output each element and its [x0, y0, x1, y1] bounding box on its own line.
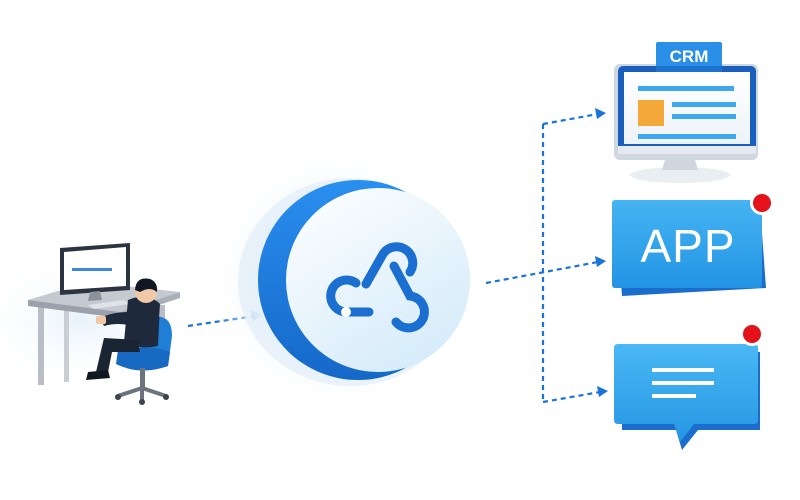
branch-arrows: [485, 112, 601, 404]
webhook-hub: [212, 152, 470, 408]
app-badge-icon: APP: [612, 200, 766, 296]
app-label: APP: [640, 220, 735, 272]
crm-label: CRM: [670, 47, 709, 66]
arrow-head-chat: [597, 386, 608, 397]
webhook-icon: [326, 242, 429, 333]
person-at-desk-icon: [0, 243, 190, 405]
crm-monitor-icon: [614, 64, 758, 183]
arrow-head-app: [595, 256, 606, 267]
notification-dot-icon: [740, 322, 764, 346]
arrow-head-crm: [595, 108, 606, 119]
crm-tag: CRM: [656, 42, 722, 72]
notification-dot-icon: [750, 191, 774, 215]
chat-bubble-icon: [614, 344, 760, 450]
